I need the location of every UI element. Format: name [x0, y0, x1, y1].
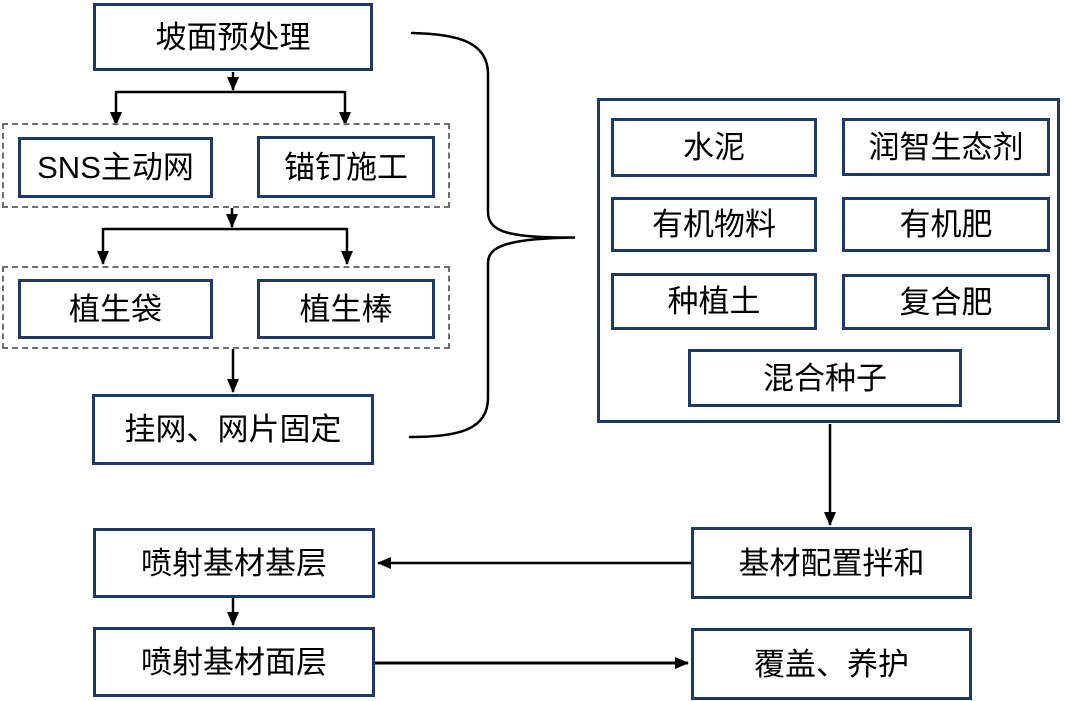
- node-net-fixing: 挂网、网片固定: [92, 394, 374, 465]
- node-sns-active-net: SNS主动网: [18, 137, 213, 198]
- node-slope-pretreatment: 坡面预处理: [93, 3, 373, 71]
- node-vegetation-rod: 植生棒: [257, 279, 435, 339]
- option-group-vegetation: [2, 266, 450, 349]
- node-compound-fertilizer: 复合肥: [842, 274, 1050, 330]
- node-anchor-construction: 锚钉施工: [257, 136, 435, 198]
- node-cement: 水泥: [611, 118, 817, 177]
- node-organic-material: 有机物料: [611, 197, 817, 252]
- node-spray-surface-layer: 喷射基材面层: [93, 627, 375, 697]
- node-substrate-mixing: 基材配置拌和: [691, 527, 972, 599]
- node-vegetation-bag: 植生袋: [18, 279, 213, 339]
- curly-brace: [408, 31, 576, 439]
- node-cover-maintenance: 覆盖、养护: [691, 628, 972, 700]
- node-mixed-seeds: 混合种子: [688, 349, 962, 407]
- node-eco-agent: 润智生态剂: [842, 118, 1050, 176]
- option-group-netting: [2, 123, 450, 208]
- node-organic-fertilizer: 有机肥: [842, 197, 1050, 252]
- node-spray-base-layer: 喷射基材基层: [93, 528, 375, 598]
- node-planting-soil: 种植土: [611, 273, 817, 330]
